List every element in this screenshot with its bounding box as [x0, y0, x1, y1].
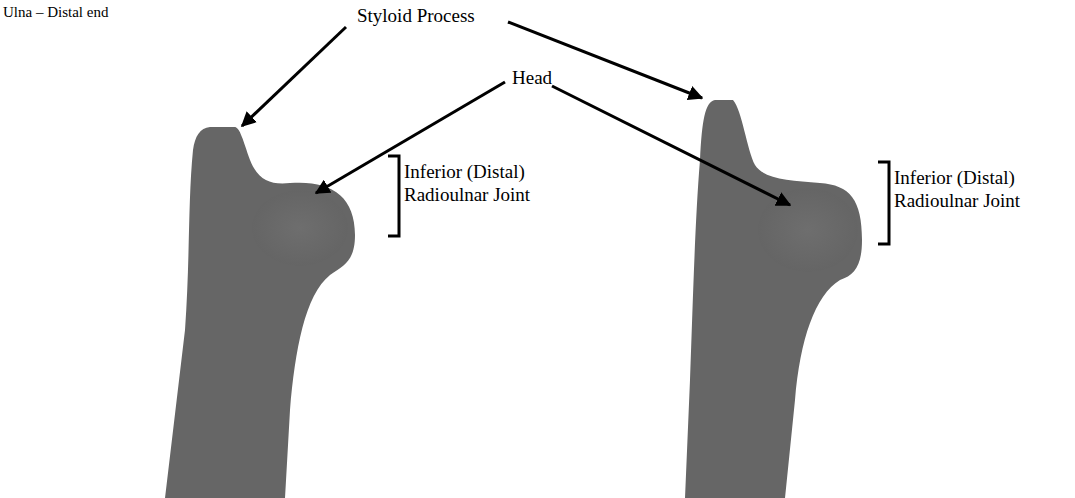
joint-name: Inferior (Distal) Radioulnar Joint: [894, 166, 1044, 212]
bracket: [878, 162, 889, 244]
joint-name: Inferior (Distal) Radioulnar Joint: [404, 160, 554, 206]
leader-line: [552, 86, 790, 205]
ulna-right-head: [758, 188, 858, 272]
leader-line: [508, 22, 702, 98]
ulna-left: [165, 127, 355, 498]
bracket: [388, 156, 399, 236]
leader-line: [242, 27, 346, 126]
ulna-left-head: [252, 190, 348, 266]
title: Ulna – Distal end: [3, 3, 108, 21]
part-name: Styloid Process: [357, 4, 475, 27]
part-name: Head: [512, 66, 552, 89]
ulna-right: [685, 100, 862, 498]
